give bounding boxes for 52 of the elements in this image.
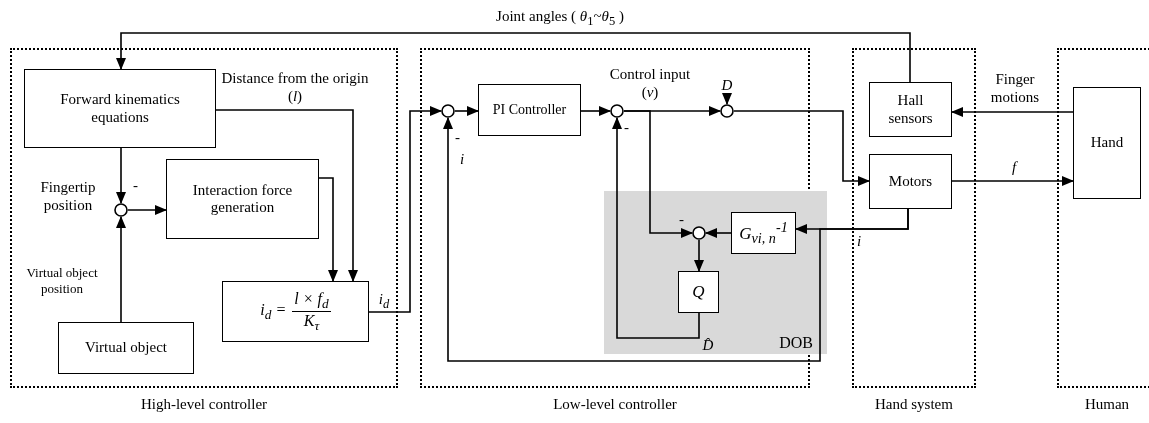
edge-label: Distance from the origin (l) [220,69,370,105]
edge-label: i$_{d}$ [377,290,391,312]
arrow [318,177,338,282]
sign-label: - [624,120,629,135]
sign-label: - [679,212,684,227]
block-box: Hall sensors [869,82,952,137]
arrow [951,107,1074,117]
sign-label: - [455,130,460,145]
arrow [215,109,358,282]
arrow [951,176,1074,186]
arrow [705,228,732,238]
edge-label: Virtual object position [25,265,99,297]
edge-label: f [1010,158,1019,176]
edge-label: i [458,150,466,168]
formula-box [222,281,369,342]
edge-label: Control input (v) [608,65,692,101]
formula-term: i$_{d}$ = [260,300,287,323]
edge-label: Fingertip position [39,178,97,214]
arrow [368,106,442,313]
arrow [454,106,479,116]
group-label: Low-level controller [552,396,678,413]
sign-label: - [133,178,138,193]
fraction-denominator: K$_{τ}$ [303,312,320,334]
arrow [612,117,700,339]
block-label: DOB [779,334,813,352]
arrow [694,239,704,272]
edge-label: i [855,232,863,250]
block-box: Motors [869,154,952,209]
edge-label: Joint angles ( θ$_{1}$~θ$_{5}$ ) [495,7,625,29]
block-box: Hand [1073,87,1141,199]
group-label: Hand system [874,396,954,413]
edge-label: D̂ [701,336,715,354]
block-box: Virtual object [58,322,194,374]
block-box: PI Controller [478,84,581,136]
block-box: Interaction force generation [166,159,319,239]
arrow [443,117,909,362]
edge-label: Finger motions [989,70,1041,106]
fraction-numerator: l × f$_{d}$ [292,289,331,312]
arrow [722,93,732,105]
arrow [733,110,870,186]
group-label: High-level controller [139,396,269,413]
dob-region [604,191,827,354]
arrow [127,205,167,215]
arrow [116,216,126,323]
group-label: Human [1083,396,1131,413]
arrow [623,110,693,238]
arrow [580,106,611,116]
arrow [116,32,911,83]
block-box: Forward kinematics equations [24,69,216,148]
signal-label: D [720,78,734,96]
arrow [116,147,126,204]
block-box: Q [678,271,719,313]
